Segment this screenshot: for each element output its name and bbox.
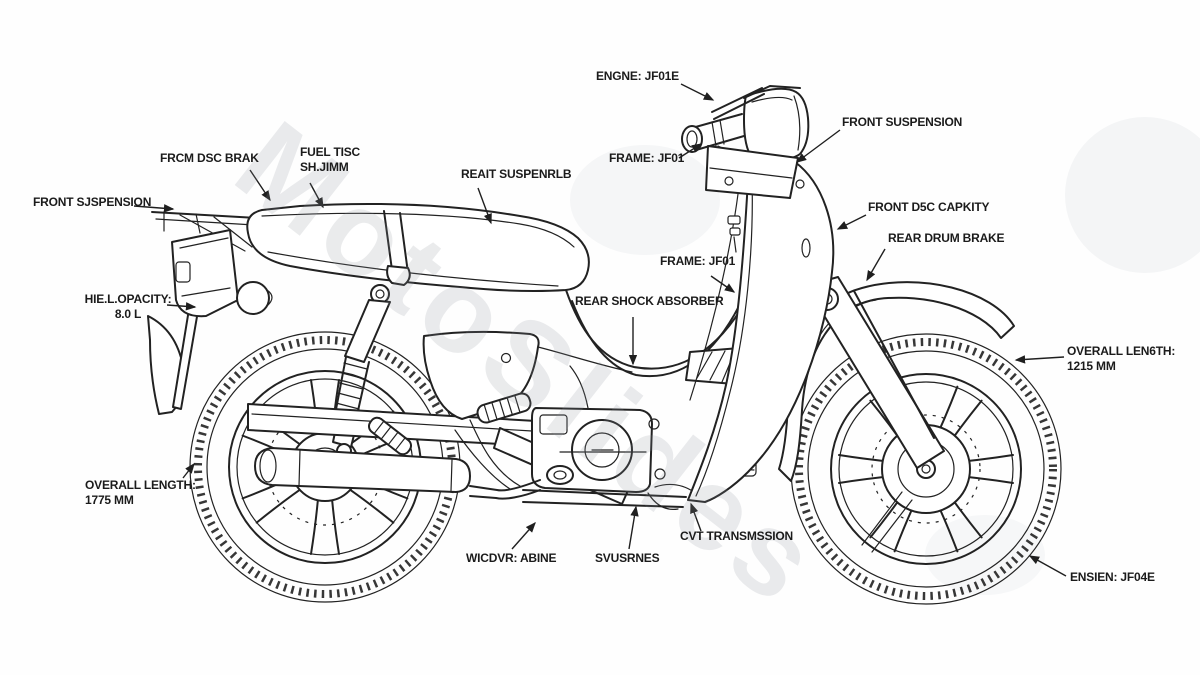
label-fuel-capacity: HIE.L.OPACITY: 8.0 L xyxy=(84,292,172,321)
label-rear-suspension: REAIT SUSPENRLB xyxy=(461,167,572,181)
fuel-cap-knob xyxy=(236,281,273,315)
leg-shield xyxy=(687,154,835,503)
seat xyxy=(246,202,590,292)
rear-fender xyxy=(147,302,200,415)
label-engine-code-bottom: ENSIEN: JF04E xyxy=(1070,570,1155,584)
leader-lines xyxy=(133,83,1067,577)
label-front-disc-capacity: FRONT D5C CAPKITY xyxy=(868,200,990,214)
label-front-disc-brake: FRCM DSC BRAK xyxy=(160,151,259,165)
footpeg-right xyxy=(476,392,532,424)
label-rear-drum-brake: REAR DRUM BRAKE xyxy=(888,231,1005,245)
label-front-suspension-left: FRONT SJSPENSION xyxy=(33,195,152,209)
muffler xyxy=(254,447,471,493)
label-subframe: SVUSRNES xyxy=(595,551,660,565)
tail-box xyxy=(171,229,239,318)
background-washes xyxy=(570,117,1200,595)
under-frame xyxy=(454,419,687,508)
label-crankcase: WICDVR: ABINE xyxy=(466,551,557,565)
engine xyxy=(469,365,757,511)
label-frame-code-top: FRAME: JF01 xyxy=(609,151,685,165)
footpeg-left xyxy=(367,416,413,456)
label-front-suspension-right: FRONT SUSPENSION xyxy=(842,115,963,129)
label-rear-shock-absorber: REAR SHOCK ABSORBER xyxy=(575,294,724,308)
label-overall-length-left: OVERALL LENGTH: 1775 MM xyxy=(85,478,196,507)
label-engine-code-top: ENGNE: JF01E xyxy=(596,69,679,83)
label-frame-code-mid: FRAME: JF01 xyxy=(660,254,736,268)
label-overall-length-right: OVERALL LEN6TH: 1215 MM xyxy=(1067,344,1176,373)
label-cvt-transmission: CVT TRANSMSSION xyxy=(680,529,794,543)
label-fuel-disc: FUEL TISC SH.JIMM xyxy=(300,145,360,174)
headlight-handlebar xyxy=(681,85,810,199)
